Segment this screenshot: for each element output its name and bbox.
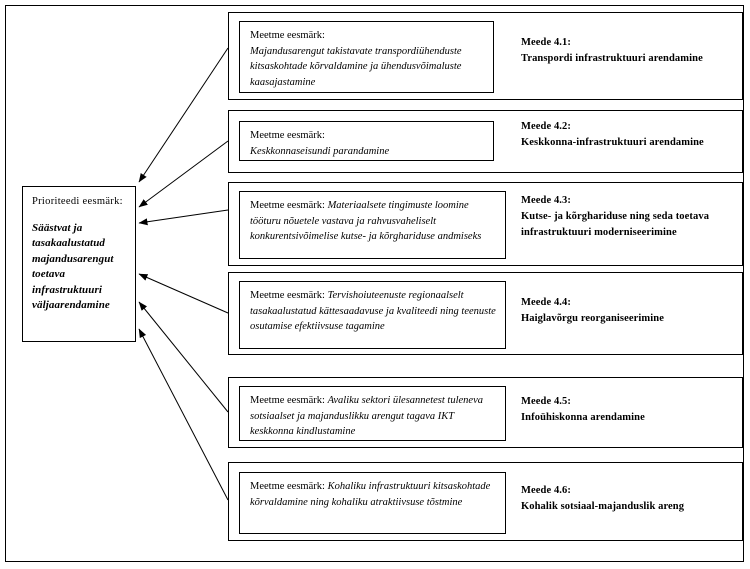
measure-goal-description: Materiaalsete tingimuste loomine tööturu… [250, 200, 482, 242]
figure-outer-frame [5, 5, 744, 562]
measure-to-priority-arrow [138, 328, 229, 501]
measure-number: Meede 4.1: [521, 37, 571, 48]
measure-goal-label: Meetme eesmärk: [250, 30, 325, 41]
measure-goal-description: Avaliku sektori ülesannetest tuleneva so… [250, 395, 483, 437]
priority-label: Prioriteedi eesmärk: [32, 196, 123, 207]
measure-name: Keskkonna-infrastruktuuri arendamine [521, 137, 704, 148]
measure-goal-text: Meetme eesmärk: Avaliku sektori ülesanne… [250, 393, 497, 440]
priority-title: Säästvat ja tasakaalustatud majandusaren… [32, 221, 114, 312]
measure-goal-text: Meetme eesmärk: Materiaalsete tingimuste… [250, 198, 497, 245]
measure-name: Kutse- ja kõrghariduse ning seda toetava… [521, 211, 710, 238]
measure-number: Meede 4.6: [521, 485, 571, 496]
measure-to-priority-arrow [138, 301, 229, 413]
measure-row: Meetme eesmärk: Kohaliku infrastruktuuri… [228, 462, 743, 541]
measure-goal-description: Tervishoiuteenuste regionaalselt tasakaa… [250, 290, 496, 332]
measure-goal-box: Meetme eesmärk: Materiaalsete tingimuste… [239, 191, 506, 259]
measure-name: Infoühiskonna arendamine [521, 412, 645, 423]
measure-row: Meetme eesmärk: Avaliku sektori ülesanne… [228, 377, 743, 448]
measure-title: Meede 4.3: Kutse- ja kõrghariduse ning se… [521, 193, 736, 241]
measure-title: Meede 4.5: Infoühiskonna arendamine [521, 394, 736, 426]
measure-number: Meede 4.2: [521, 121, 571, 132]
measure-title: Meede 4.2: Keskkonna-infrastruktuuri aren… [521, 119, 736, 151]
measure-title: Meede 4.6: Kohalik sotsiaal-majanduslik a… [521, 483, 736, 515]
measure-number: Meede 4.3: [521, 195, 571, 206]
priority-goal-box: Prioriteedi eesmärk: Säästvat ja tasakaa… [22, 186, 136, 342]
measure-goal-box: Meetme eesmärk: Avaliku sektori ülesanne… [239, 386, 506, 441]
measure-goal-label: Meetme eesmärk: [250, 290, 325, 301]
measure-title: Meede 4.4: Haiglavõrgu reorganiseerimine [521, 295, 736, 327]
measure-goal-description: Majandusarengut takistavate transpordiüh… [250, 45, 462, 88]
measure-to-priority-arrow [138, 47, 229, 183]
measure-goal-label: Meetme eesmärk: [250, 395, 325, 406]
measure-row: Meetme eesmärk: Majandusarengut takistava… [228, 12, 743, 100]
measure-to-priority-arrow [138, 140, 229, 208]
measure-name: Transpordi infrastruktuuri arendamine [521, 53, 703, 64]
measure-goal-label: Meetme eesmärk: [250, 481, 325, 492]
measure-row: Meetme eesmärk: Tervishoiuteenuste regio… [228, 272, 743, 355]
measure-goal-text: Meetme eesmärk: Kohaliku infrastruktuuri… [250, 479, 497, 510]
measure-row: Meetme eesmärk: Keskkonnaseisundi paranda… [228, 110, 743, 173]
measure-title: Meede 4.1: Transpordi infrastruktuuri are… [521, 35, 736, 67]
measure-goal-description: Keskkonnaseisundi parandamine [250, 145, 390, 157]
measure-name: Kohalik sotsiaal-majanduslik areng [521, 501, 685, 512]
measure-goal-box: Meetme eesmärk: Keskkonnaseisundi paranda… [239, 121, 494, 161]
measure-row: Meetme eesmärk: Materiaalsete tingimuste… [228, 182, 743, 266]
measure-goal-label: Meetme eesmärk: [250, 200, 325, 211]
measure-to-priority-arrow [138, 273, 229, 314]
measure-name: Haiglavõrgu reorganiseerimine [521, 313, 664, 324]
measure-goal-text: Meetme eesmärk: Tervishoiuteenuste regio… [250, 288, 497, 335]
measure-goal-text: Meetme eesmärk: Keskkonnaseisundi paranda… [250, 128, 485, 159]
measure-goal-box: Meetme eesmärk: Majandusarengut takistava… [239, 21, 494, 93]
measure-goal-text: Meetme eesmärk: Majandusarengut takistava… [250, 28, 485, 90]
measure-number: Meede 4.5: [521, 396, 571, 407]
measure-number: Meede 4.4: [521, 297, 571, 308]
measure-goal-box: Meetme eesmärk: Kohaliku infrastruktuuri… [239, 472, 506, 534]
measure-to-priority-arrow [138, 209, 229, 226]
measure-goal-description: Kohaliku infrastruktuuri kitsaskohtade k… [250, 481, 491, 508]
measure-goal-label: Meetme eesmärk: [250, 130, 325, 141]
measure-goal-box: Meetme eesmärk: Tervishoiuteenuste regio… [239, 281, 506, 349]
